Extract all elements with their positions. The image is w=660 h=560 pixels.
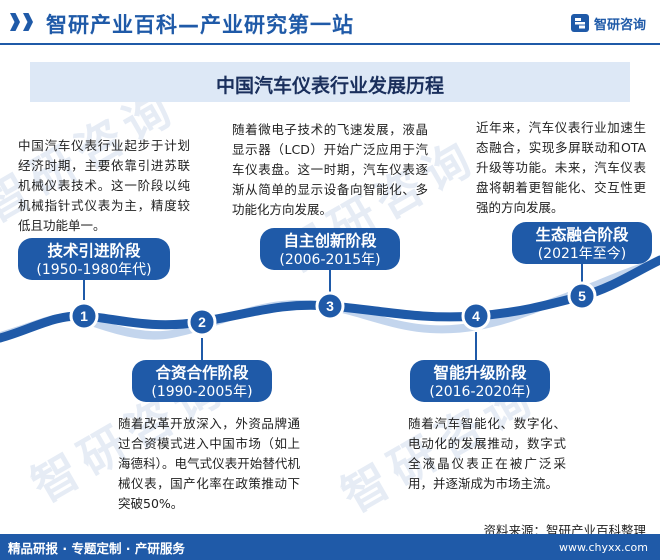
milestone-number: 3 bbox=[326, 298, 334, 314]
stage-description: 随着改革开放深入，外资品牌通过合资模式进入中国市场（如上海德科）。电气式仪表开始… bbox=[118, 416, 300, 511]
stage-period: (2016-2020年) bbox=[429, 384, 531, 400]
header-divider bbox=[0, 43, 660, 45]
header-title: 智研产业百科—产业研究第一站 bbox=[46, 13, 354, 37]
milestone-marker-4: 4 bbox=[461, 301, 491, 331]
stage-period: (2006-2015年) bbox=[279, 252, 381, 268]
stage-name: 生态融合阶段 bbox=[535, 226, 629, 244]
page-header: 智研产业百科—产业研究第一站 智研咨询 bbox=[0, 0, 660, 45]
stage-label-2: 合资合作阶段 (1990-2005年) bbox=[132, 360, 272, 402]
milestone-number: 5 bbox=[578, 288, 586, 304]
stage-description: 随着微电子技术的飞速发展，液晶显示器（LCD）开始广泛应用于汽车仪表盘。这一时期… bbox=[232, 122, 428, 217]
stage-label-5: 生态融合阶段 (2021年至今) bbox=[512, 222, 652, 264]
stage-label-1: 技术引进阶段 (1950-1980年代) bbox=[18, 238, 170, 280]
milestone-number: 4 bbox=[472, 308, 480, 324]
stage-name: 智能升级阶段 bbox=[433, 364, 527, 382]
page-footer: 资料来源：智研产业百科整理 精品研报 · 专题定制 · 产研服务 www.chy… bbox=[0, 516, 660, 560]
milestone-marker-5: 5 bbox=[567, 281, 597, 311]
stage-name: 合资合作阶段 bbox=[155, 364, 249, 382]
footer-bar bbox=[0, 534, 660, 560]
main-title: 中国汽车仪表行业发展历程 bbox=[215, 75, 444, 97]
stage-description: 中国汽车仪表行业起步于计划经济时期，主要依靠引进苏联机械仪表技术。这一阶段以纯机… bbox=[18, 138, 190, 233]
milestone-number: 1 bbox=[80, 308, 88, 324]
milestone-number: 2 bbox=[198, 314, 206, 330]
chevron-icon bbox=[10, 13, 36, 31]
stage-description: 近年来，汽车仪表行业加速生态融合，实现多屏联动和OTA升级等功能。未来，汽车仪表… bbox=[476, 120, 646, 215]
wave-shadow bbox=[0, 258, 660, 340]
milestone-marker-2: 2 bbox=[187, 307, 217, 337]
stage-description: 随着汽车智能化、数字化、电动化的发展推动，数字式全液晶仪表正在被广泛采用，并逐渐… bbox=[408, 416, 566, 491]
footer-url[interactable]: www.chyxx.com bbox=[558, 541, 648, 554]
brand-logo: 智研咨询 bbox=[570, 13, 646, 33]
stage-period: (1990-2005年) bbox=[151, 384, 253, 400]
stage-period: (1950-1980年代) bbox=[36, 262, 152, 278]
stage-period: (2021年至今) bbox=[537, 246, 627, 262]
logo-icon bbox=[570, 14, 589, 32]
footer-services: 精品研报 · 专题定制 · 产研服务 bbox=[8, 541, 185, 556]
main-title-bar: 中国汽车仪表行业发展历程 bbox=[30, 62, 630, 102]
milestone-marker-3: 3 bbox=[315, 291, 345, 321]
stage-label-4: 智能升级阶段 (2016-2020年) bbox=[410, 360, 550, 402]
milestone-marker-1: 1 bbox=[69, 301, 99, 331]
logo-text: 智研咨询 bbox=[593, 17, 646, 33]
stage-name: 技术引进阶段 bbox=[47, 242, 141, 260]
stage-name: 自主创新阶段 bbox=[283, 232, 377, 250]
stage-label-3: 自主创新阶段 (2006-2015年) bbox=[260, 228, 400, 270]
